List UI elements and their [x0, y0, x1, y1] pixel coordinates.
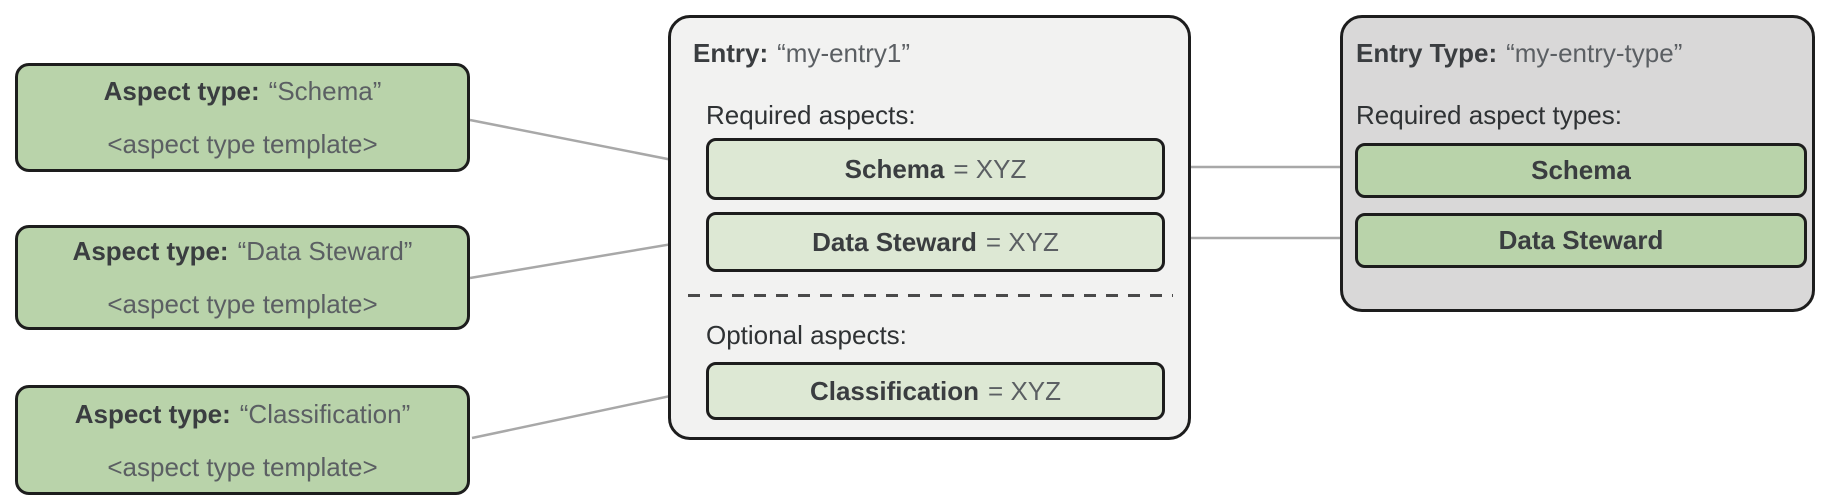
aspect-type-label: Aspect type: [72, 236, 229, 266]
entry-title: Entry: “my-entry1” [693, 38, 910, 68]
required-aspect-types-heading: Required aspect types: [1356, 100, 1622, 130]
aspect-type-title: Aspect type: “Data Steward” [73, 236, 413, 266]
aspect-type-name: Data Steward [1498, 225, 1664, 255]
aspect-type-title: Aspect type: “Schema” [104, 76, 382, 106]
aspect-type-box-schema: Aspect type: “Schema” <aspect type templa… [15, 63, 470, 172]
entry-label: Entry: [693, 38, 769, 68]
required-optional-divider [688, 294, 1173, 297]
aspect-type-label: Aspect type: [103, 76, 260, 106]
aspect-type-label: Aspect type: [74, 398, 231, 429]
entry-type-name: “my-entry-type” [1506, 38, 1683, 68]
required-aspect-type-data-steward: Data Steward [1355, 213, 1807, 268]
aspect-value: = XYZ [988, 375, 1062, 406]
aspect-type-title: Aspect type: “Classification” [75, 399, 411, 429]
aspect-value: = XYZ [985, 226, 1059, 257]
entry-type-label: Entry Type: [1356, 38, 1498, 68]
aspect-type-name: “Data Steward” [237, 236, 413, 266]
aspect-type-name: Schema [1531, 155, 1631, 185]
entry-type-title: Entry Type: “my-entry-type” [1356, 38, 1682, 68]
aspect-name: Classification [809, 375, 980, 406]
aspect-type-box-classification: Aspect type: “Classification” <aspect typ… [15, 385, 470, 495]
optional-aspect-classification: Classification = XYZ [706, 362, 1165, 420]
aspect-value: = XYZ [953, 153, 1027, 184]
aspect-type-name: “Schema” [268, 76, 382, 106]
required-aspect-schema: Schema = XYZ [706, 138, 1165, 200]
aspect-name: Data Steward [812, 226, 977, 257]
aspect-type-template: <aspect type template> [107, 451, 378, 482]
entry-type-panel: Entry Type: “my-entry-type” Required aspe… [1340, 15, 1815, 312]
aspect-type-box-data-steward: Aspect type: “Data Steward” <aspect type … [15, 225, 470, 330]
aspect-type-template: <aspect type template> [107, 289, 378, 319]
required-aspects-heading: Required aspects: [706, 100, 916, 130]
aspect-name: Schema [844, 153, 945, 184]
aspect-type-template: <aspect type template> [107, 129, 378, 159]
required-aspect-data-steward: Data Steward = XYZ [706, 212, 1165, 272]
optional-aspects-heading: Optional aspects: [706, 320, 907, 350]
aspect-type-name: “Classification” [239, 398, 411, 429]
entry-name: “my-entry1” [777, 38, 911, 68]
entry-panel: Entry: “my-entry1” Required aspects: Sche… [668, 15, 1191, 440]
required-aspect-type-schema: Schema [1355, 143, 1807, 198]
